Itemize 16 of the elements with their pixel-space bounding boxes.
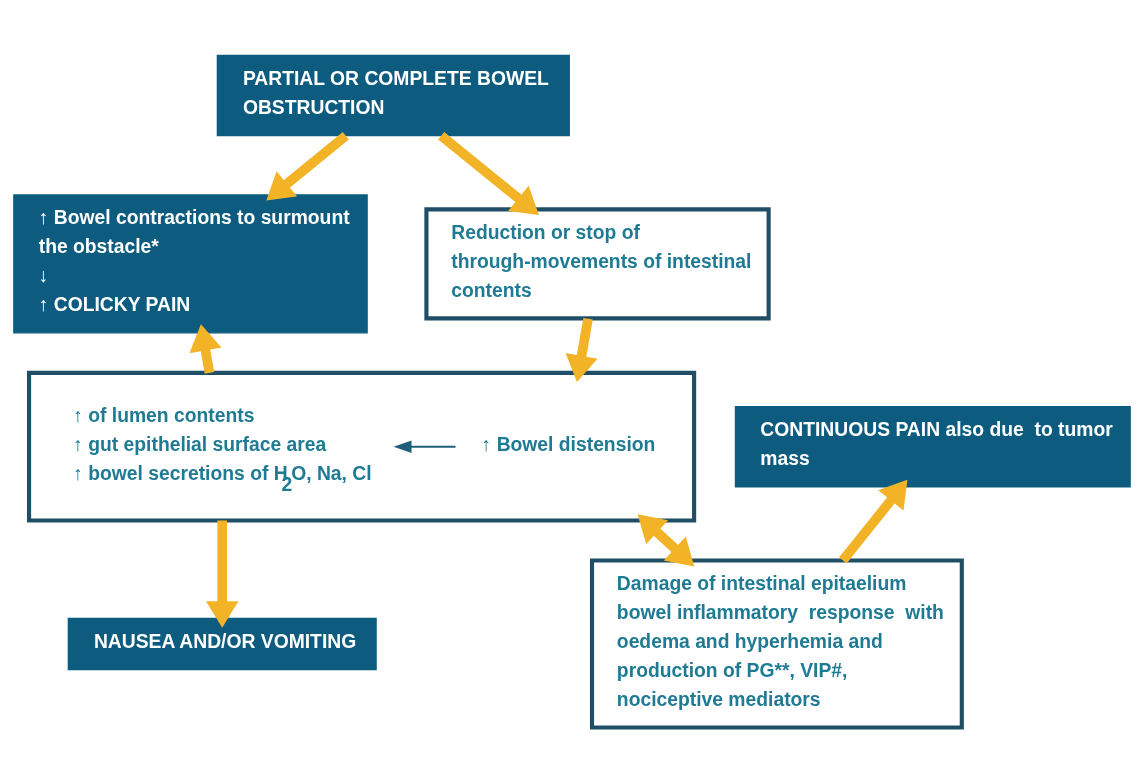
arrow xyxy=(266,131,349,201)
arrow xyxy=(438,131,539,215)
node-box: Reduction or stop of through-movements of intestinal contents xyxy=(424,206,771,320)
arrow xyxy=(565,317,598,382)
node-box: NAUSEA AND/OR VOMITING xyxy=(67,617,377,670)
arrow xyxy=(393,439,456,453)
node-text: ↑ Bowel distension xyxy=(481,433,656,455)
arrow xyxy=(637,513,695,566)
node-box: ↑ Bowel contractions to surmount the obstacle* ↓ ↑ COLICKY PAIN xyxy=(13,193,368,334)
arrow xyxy=(189,323,222,374)
cluster xyxy=(27,370,697,523)
node-box: CONTINUOUS PAIN also due to tumor mass xyxy=(734,405,1131,487)
arrow xyxy=(206,520,239,628)
arrow xyxy=(839,479,908,563)
node-box: PARTIAL OR COMPLETE BOWEL OBSTRUCTION xyxy=(216,54,570,136)
node-box: Damage of intestinal epitaelium bowel inflammatory response with oedema and hyperhemia and production of PG**, VIP#, nociceptive mediators xyxy=(589,557,964,730)
